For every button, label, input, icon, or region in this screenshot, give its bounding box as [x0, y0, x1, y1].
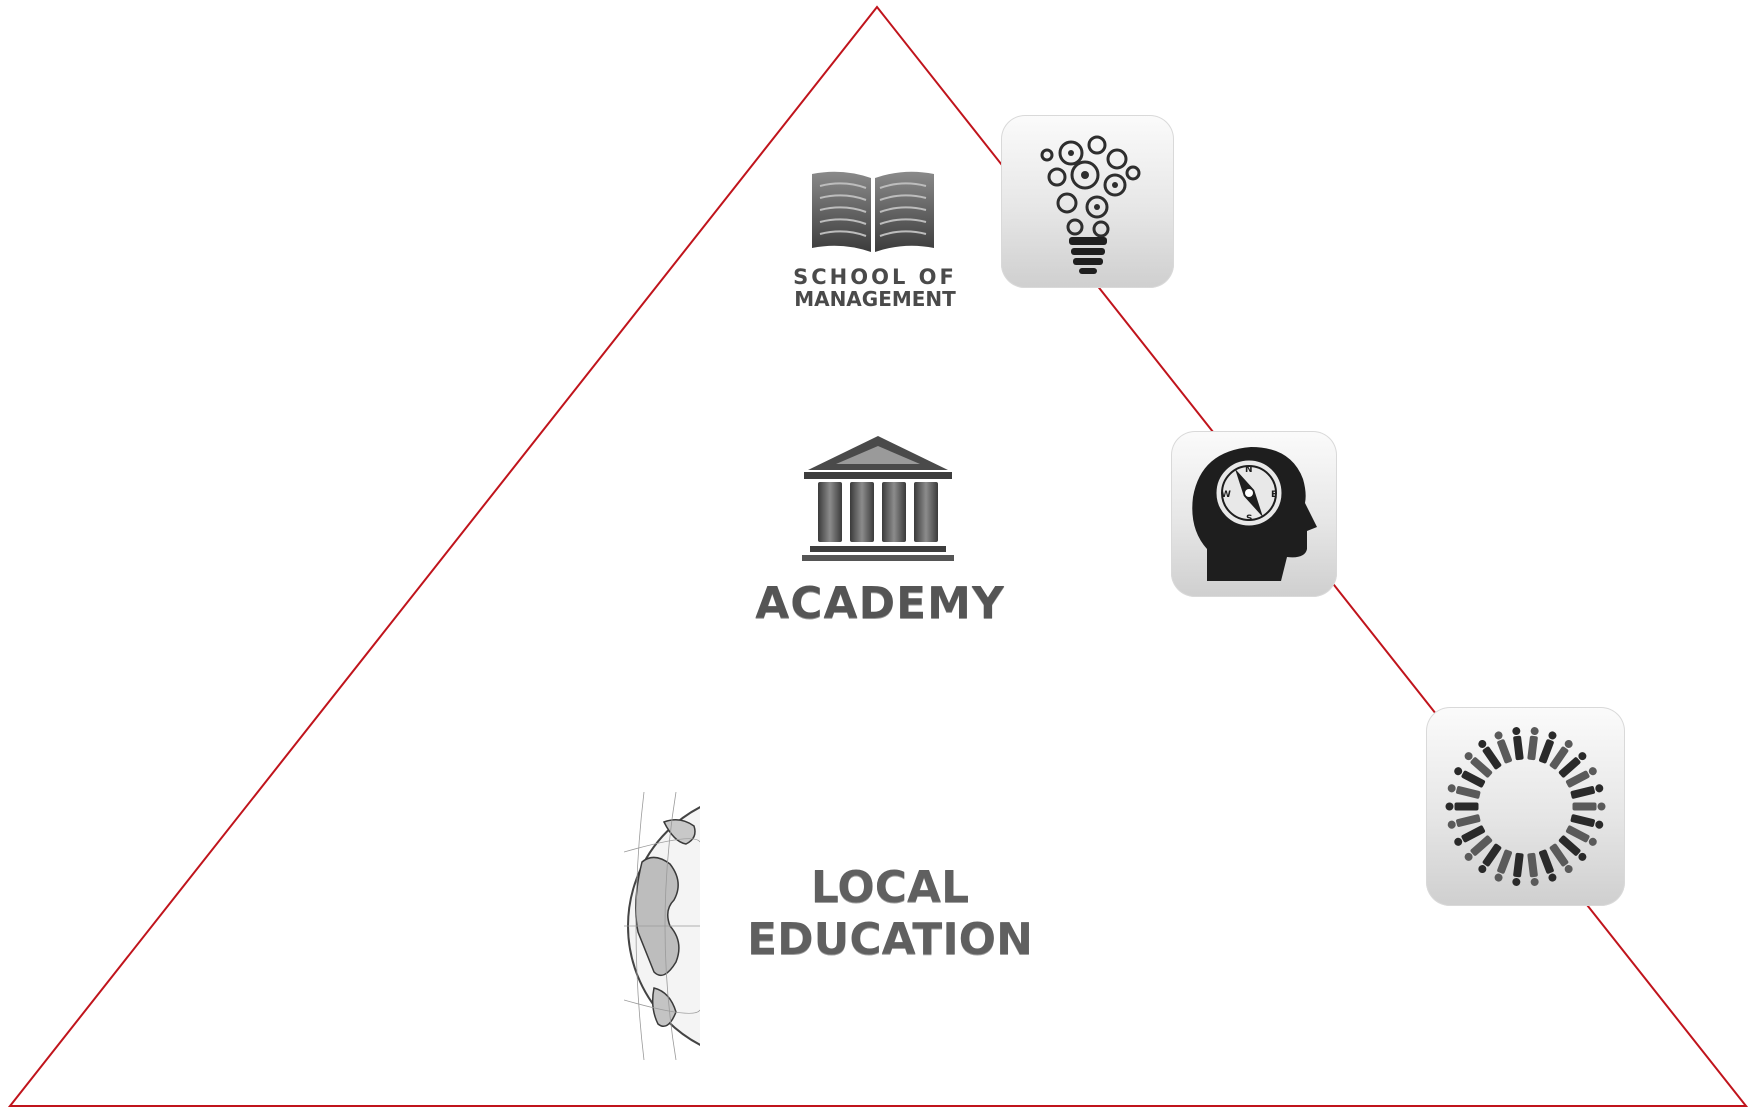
svg-text:N: N — [1245, 465, 1253, 475]
classical-building-icon — [802, 436, 954, 561]
svg-text:E: E — [1271, 490, 1277, 500]
tier-label-local-education: LOCAL EDUCATION — [725, 862, 1055, 966]
tier-label-line: LOCAL — [810, 862, 970, 913]
people-circle-tile — [1426, 707, 1625, 906]
head-compass-icon: N S E W — [1192, 447, 1317, 581]
tier-label-academy: ACADEMY — [755, 578, 1005, 629]
people-circle-icon — [1445, 727, 1606, 886]
lightbulb-gears-icon — [1040, 135, 1141, 274]
open-book-icon — [812, 171, 934, 252]
head-compass-tile: N S E W — [1171, 431, 1337, 597]
tier-label-school-of-management: SCHOOL OF MANAGEMENT — [760, 266, 990, 310]
lightbulb-gears-tile — [1001, 115, 1174, 288]
svg-text:W: W — [1221, 490, 1231, 500]
svg-text:S: S — [1246, 514, 1252, 524]
tier-label-line: EDUCATION — [747, 914, 1033, 965]
tier-label-line: SCHOOL OF — [793, 265, 957, 289]
tier-label-line: MANAGEMENT — [794, 287, 956, 311]
globe-icon — [624, 792, 700, 1060]
